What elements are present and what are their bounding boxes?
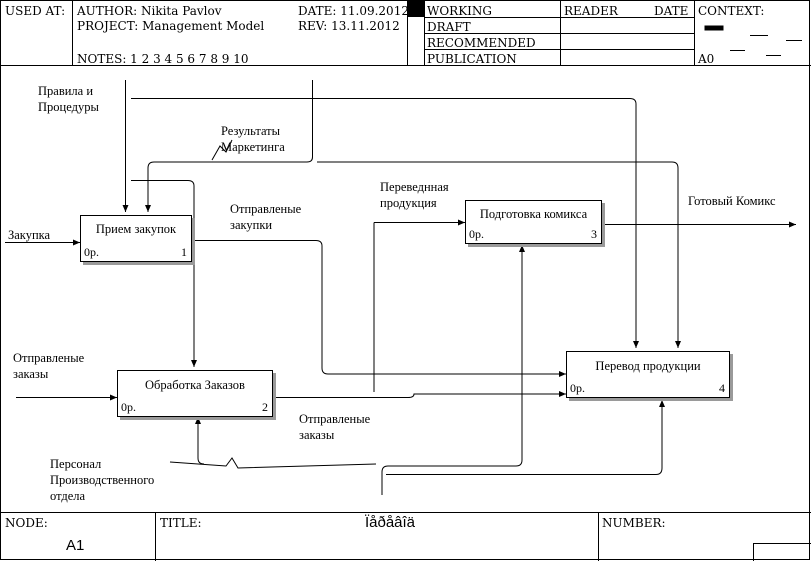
label-translated-2: продукция [380, 196, 437, 210]
number-label: NUMBER: [602, 516, 666, 530]
label-rules: Правила и [38, 84, 94, 98]
status-draft: DRAFT [427, 20, 471, 34]
reader-label: READER [564, 4, 618, 18]
context-node: A0 [698, 52, 715, 66]
activity-box-1[interactable]: Прием закупок 0р. 1 [80, 215, 192, 262]
working-marker [408, 1, 424, 17]
arrow-sent-purchases [192, 240, 566, 377]
arrow-staff-to-box4 [386, 400, 665, 475]
activity-name: Прием закупок [95, 222, 177, 236]
label-orders-in: Отправленые [13, 351, 85, 365]
label-purchase: Закупка [8, 228, 51, 242]
diagram-title: Ïåðåâîä [364, 514, 416, 531]
label-translated: Переведнная [380, 180, 449, 194]
date: DATE: 11.09.2012 [298, 4, 409, 18]
label-sent-purchases: Отправленые [230, 202, 302, 216]
node-value: A1 [66, 537, 85, 554]
arrow-marketing-to-box1 [145, 80, 313, 212]
activity-number: 2 [262, 400, 268, 414]
activity-box-3[interactable]: Подготовка комикса 0р. 3 [465, 200, 602, 244]
activity-box-2[interactable]: Обработка Заказов 0р. 2 [117, 370, 273, 417]
node-label: NODE: [5, 516, 48, 530]
status-working: WORKING [427, 4, 492, 18]
label-staff-2: Производственного [50, 473, 155, 487]
notes: NOTES: 1 2 3 4 5 6 7 8 9 10 [77, 52, 249, 66]
label-staff-3: отдела [50, 489, 86, 503]
label-orders-in-2: заказы [13, 367, 49, 381]
activity-cost: 0р. [570, 381, 585, 395]
arrow-rules-to-box2 [131, 180, 197, 367]
activity-box-4[interactable]: Перевод продукции 0р. 4 [566, 351, 730, 398]
label-sent-purchases-2: закупки [230, 218, 273, 232]
label-staff: Персонал [50, 457, 102, 471]
title-label: TITLE: [160, 516, 202, 530]
arrow-orders-out [273, 391, 566, 398]
label-ready-comic: Готовый Комикс [688, 194, 776, 208]
date-column-label: DATE [654, 4, 689, 18]
activity-number: 1 [181, 245, 187, 259]
activity-cost: 0р. [84, 245, 99, 259]
author: AUTHOR: Nikita Pavlov [77, 4, 222, 18]
arrow-staff-to-box3 [381, 245, 525, 495]
staff-squiggle [169, 457, 377, 469]
project: PROJECT: Management Model [77, 19, 265, 33]
label-marketing-2: Маркетинга [221, 140, 285, 154]
label-orders-out: Отправленые [299, 412, 371, 426]
label-marketing: Результаты [221, 124, 281, 138]
arrow-rules-to-box4 [131, 98, 639, 348]
activity-number: 3 [591, 227, 597, 241]
activity-cost: 0р. [121, 400, 136, 414]
arrow-marketing-to-box4 [317, 161, 681, 348]
activity-name: Перевод продукции [595, 359, 701, 373]
status-publication: PUBLICATION [427, 52, 517, 66]
context-label: CONTEXT: [698, 4, 765, 18]
used-at-label: USED AT: [5, 4, 66, 18]
activity-name: Подготовка комикса [479, 207, 588, 221]
context-thumbnail [704, 25, 802, 56]
label-orders-out-2: заказы [299, 428, 335, 442]
activity-cost: 0р. [469, 227, 484, 241]
status-recommended: RECOMMENDED [427, 36, 536, 50]
arrow-staff-to-box2 [195, 417, 205, 465]
marketing-squiggle [211, 139, 233, 161]
activity-number: 4 [719, 381, 725, 395]
activity-name: Обработка Заказов [145, 378, 245, 392]
rev: REV: 13.11.2012 [298, 19, 400, 33]
label-rules-2: Процедуры [38, 100, 99, 114]
